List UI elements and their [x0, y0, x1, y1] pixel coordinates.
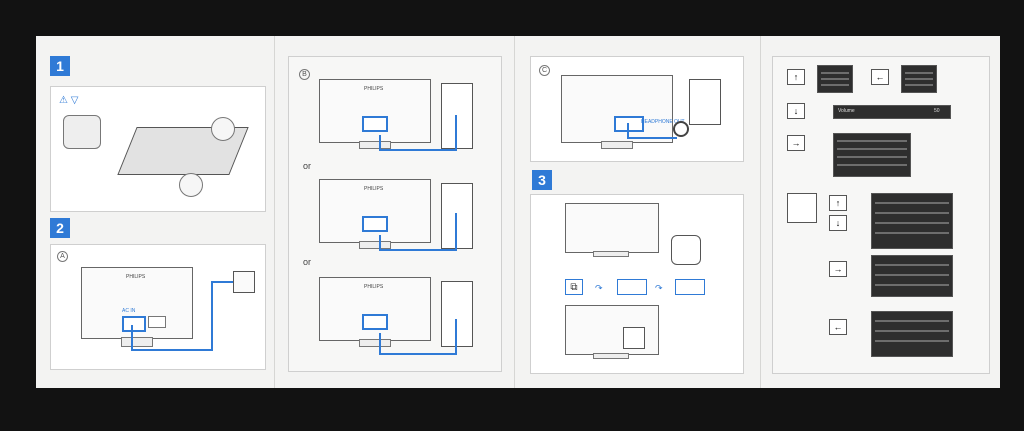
osd-menu-screen [871, 193, 953, 249]
arrow-up-icon: ↑ [829, 195, 847, 211]
fold-line [760, 36, 761, 388]
volume-bar: Volume 50 [833, 105, 951, 119]
step-2-badge: 2 [50, 218, 70, 238]
power-cable [131, 349, 213, 351]
video-port [362, 216, 388, 232]
arrow-down-icon: ↓ [787, 103, 805, 119]
or-label: or [303, 161, 312, 171]
video-cable [455, 115, 457, 151]
or-label: or [303, 257, 312, 267]
step-1-badge: 1 [50, 56, 70, 76]
instruction-sheet: 1 ⚠ ▽ 2 A PHILIPS AC IN B PHILIPS [36, 36, 1000, 388]
menu-key: ⧉ [565, 279, 583, 295]
brand-label: PHILIPS [364, 284, 384, 290]
arrow-right-icon: → [787, 135, 805, 151]
power-cable [211, 281, 213, 351]
video-cable [455, 213, 457, 251]
monitor-stand [593, 251, 629, 257]
step-2-panel: A PHILIPS AC IN [50, 244, 266, 370]
joystick-key [671, 235, 701, 265]
label-b: B [299, 69, 310, 80]
power-port [122, 316, 146, 332]
brand-label: PHILIPS [364, 86, 384, 92]
osd-menu-panel: ↑ ← ↓ Volume 50 → ↑ ↓ → ← [772, 56, 990, 374]
audio-cable [627, 123, 629, 139]
video-cable [379, 149, 455, 151]
arrow-right-icon: → [829, 261, 847, 277]
navigation-pad [787, 193, 817, 223]
video-port [362, 116, 388, 132]
label-c: C [539, 65, 550, 76]
monitor-stand [359, 241, 391, 249]
video-cable [379, 235, 381, 249]
osd-menu-thumbnail [817, 65, 853, 93]
video-cable [379, 249, 455, 251]
monitor-rear: PHILIPS [319, 277, 431, 341]
power-cable [211, 281, 235, 283]
video-cable [379, 353, 455, 355]
osd-bar [617, 279, 647, 295]
video-port [362, 314, 388, 330]
monitor-rear: PHILIPS AC IN [81, 267, 193, 339]
computer-tower [689, 79, 721, 125]
monitor-stand [601, 141, 633, 149]
osd-menu-screen [871, 311, 953, 357]
audio-port [614, 116, 644, 132]
brand-label: PHILIPS [126, 274, 146, 280]
fold-line [274, 36, 275, 388]
step-3-badge: 3 [532, 170, 552, 190]
monitor-stand [359, 339, 391, 347]
headphone-out-label: HEADPHONE OUT [641, 119, 685, 125]
osd-menu-screen [833, 133, 911, 177]
computer-tower [441, 281, 473, 347]
video-port [148, 316, 166, 328]
brand-label: PHILIPS [364, 186, 384, 192]
osd-bar [675, 279, 705, 295]
ac-in-label: AC IN [122, 308, 136, 314]
arrow-up-icon: ↑ [787, 69, 805, 85]
zoom-circle [179, 173, 203, 197]
zoom-circle [211, 117, 235, 141]
warning-icons: ⚠ ▽ [59, 95, 79, 106]
navigation-pad [623, 327, 645, 349]
monitor-front [565, 203, 659, 253]
step-1-panel: ⚠ ▽ [50, 86, 266, 212]
video-cable [379, 135, 381, 149]
monitor-rear: PHILIPS [319, 179, 431, 243]
arrow-right-icon: ↷ [655, 283, 663, 293]
fold-line [514, 36, 515, 388]
arrow-left-icon: ← [871, 69, 889, 85]
video-cable [455, 319, 457, 355]
label-a: A [57, 251, 68, 262]
video-cable [379, 333, 381, 353]
audio-cable [627, 137, 677, 139]
computer-tower [441, 183, 473, 249]
osd-menu-screen [871, 255, 953, 297]
wall-outlet [233, 271, 255, 293]
volume-value: 50 [934, 108, 940, 114]
power-cable [131, 325, 133, 351]
step-2b-panel: B PHILIPS or PHILIPS or PHILIPS [288, 56, 502, 372]
monitor-rear: PHILIPS [319, 79, 431, 143]
arrow-down-icon: ↓ [829, 215, 847, 231]
monitor-stand [121, 337, 153, 347]
monitor-stand [593, 353, 629, 359]
step-2c-panel: C HEADPHONE OUT [530, 56, 744, 162]
detail-inset [63, 115, 101, 149]
osd-menu-thumbnail [901, 65, 937, 93]
headphones-illustration [673, 121, 689, 137]
step-3-panel: ⧉ ↷ ↷ [530, 194, 744, 374]
volume-label: Volume [838, 108, 855, 114]
monitor-rear [561, 75, 673, 143]
arrow-left-icon: ← [829, 319, 847, 335]
monitor-stand [359, 141, 391, 149]
arrow-right-icon: ↷ [595, 283, 603, 293]
computer-tower [441, 83, 473, 149]
